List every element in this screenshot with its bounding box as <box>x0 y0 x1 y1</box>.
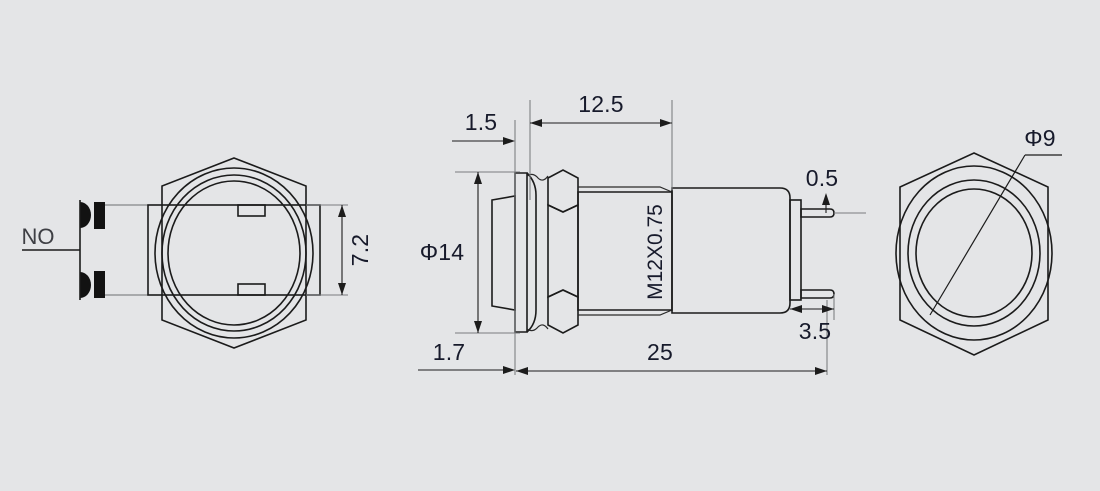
dim-15-arrow <box>503 137 515 145</box>
side-rear-housing <box>671 187 791 314</box>
rear-view: Φ9 <box>895 125 1062 356</box>
dim-25-arrow-left <box>516 367 528 375</box>
side-flange-lip <box>526 172 537 333</box>
dim-125-arrow-left <box>530 119 542 127</box>
rear-middle-ring <box>907 179 1041 327</box>
dim-72-arrow-bottom <box>338 283 346 295</box>
front-hex-nut-outline <box>161 157 307 349</box>
dim-05-text: 0.5 <box>806 165 839 191</box>
side-flange-detail-bottom <box>526 324 549 332</box>
dim-125-arrow-right <box>660 119 672 127</box>
front-terminal-tab-bottom <box>94 271 105 298</box>
dim-17-arrow <box>503 366 515 374</box>
dim-phi14-text: Φ14 <box>420 239 465 265</box>
rear-button-circle <box>915 188 1033 318</box>
dim-25-arrow-right <box>815 367 827 375</box>
dim-35-arrow-left <box>790 305 802 313</box>
front-contact-lower <box>80 272 91 298</box>
dim-17-text: 1.7 <box>433 339 466 365</box>
side-hexnut-lower <box>547 289 579 334</box>
dim-phi9-text: Φ9 <box>1024 125 1056 151</box>
front-terminal-slot-top <box>237 204 266 217</box>
dim-72-text: 7.2 <box>347 234 373 267</box>
front-contact-upper <box>80 202 91 228</box>
dim-125-text: 12.5 <box>578 91 624 117</box>
rear-hex-nut-outline <box>899 152 1049 356</box>
dim-25-text: 25 <box>647 339 673 365</box>
dim-phi14-arrow-top <box>474 172 482 184</box>
dim-phi14-arrow-bottom <box>474 321 482 333</box>
dim-phi9-leader <box>929 154 1026 316</box>
side-view: 1.5 12.5 Φ14 1.7 25 0.5 3.5 M1 <box>418 91 866 375</box>
dim-35-text: 3.5 <box>799 318 832 344</box>
dim-05-arrow <box>822 193 830 205</box>
dim-72-arrow-top <box>338 205 346 217</box>
front-terminal-slot-bottom <box>237 283 266 296</box>
side-thread-chamfer-top <box>578 186 673 193</box>
front-terminal-plate <box>147 204 321 296</box>
dim-15-text: 1.5 <box>465 109 498 135</box>
front-middle-ring <box>161 174 307 332</box>
side-terminal-plate <box>789 199 802 301</box>
thread-spec-label: M12X0.75 <box>644 204 667 300</box>
no-contact-label: NO <box>22 224 55 249</box>
dim-35-arrow-right <box>822 305 834 313</box>
front-outer-ring <box>154 167 314 339</box>
side-thread-chamfer-bottom <box>578 309 673 316</box>
front-terminal-tab-top <box>94 202 105 229</box>
front-view: NO 7.2 <box>22 157 373 349</box>
front-button-circle <box>167 180 301 326</box>
rear-outer-ring <box>895 165 1053 341</box>
